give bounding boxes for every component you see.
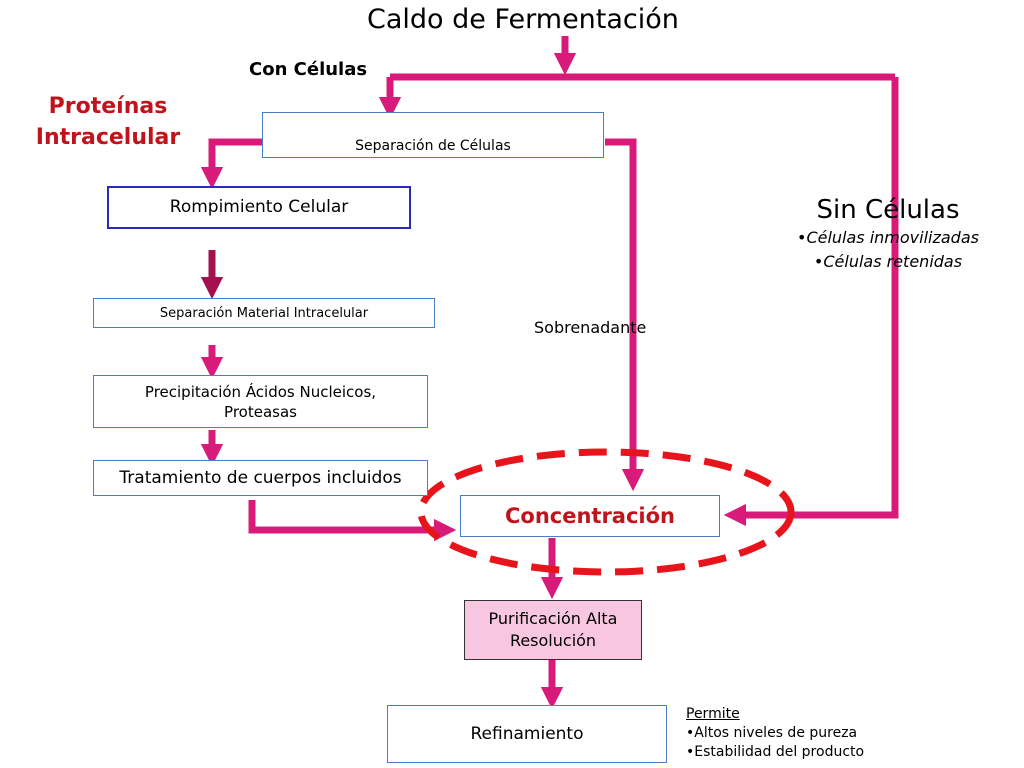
proteinas-line-2: Intracelular bbox=[35, 125, 181, 150]
purificacion-box: Purificación Alta Resolución bbox=[464, 600, 642, 660]
separacion-material-box: Separación Material Intracelular bbox=[93, 298, 435, 328]
arrow-sin-celulas bbox=[723, 77, 899, 527]
sin-celulas-bullet: •Células retenidas bbox=[813, 252, 963, 271]
concentracion-box: Concentración bbox=[460, 495, 720, 537]
sin-celulas-bullet: •Células inmovilizadas bbox=[797, 228, 979, 247]
purificacion-line-2: Resolución bbox=[509, 631, 597, 650]
refinamiento-box: Refinamiento bbox=[387, 705, 667, 763]
rompimiento-celular-label: Rompimiento Celular bbox=[169, 197, 349, 217]
sobrenadante-label: Sobrenadante bbox=[534, 318, 647, 337]
rompimiento-celular-box: Rompimiento Celular bbox=[107, 186, 411, 229]
permite-bullet: •Estabilidad del producto bbox=[686, 744, 865, 760]
proteinas-intracelular-label: Proteínas Intracelular bbox=[28, 91, 188, 153]
refinamiento-label: Refinamiento bbox=[470, 724, 584, 744]
arrow-con-celulas bbox=[390, 73, 895, 108]
arrow-sobrenadante bbox=[605, 138, 645, 492]
sin-celulas-heading: Sin Células bbox=[816, 195, 960, 225]
precipitacion-line-1: Precipitación Ácidos Nucleicos, bbox=[144, 382, 377, 401]
purificacion-line-1: Purificación Alta bbox=[488, 609, 618, 628]
permite-bullet: •Altos niveles de pureza bbox=[686, 725, 858, 741]
proteinas-line-1: Proteínas bbox=[48, 94, 168, 119]
concentracion-label: Concentración bbox=[504, 504, 676, 528]
arrow-tratamiento-to-concentracion bbox=[248, 500, 457, 542]
diagram-title: Caldo de Fermentación bbox=[367, 4, 679, 35]
tratamiento-box: Tratamiento de cuerpos incluidos bbox=[93, 460, 428, 496]
separacion-celulas-label: Separación de Células bbox=[355, 138, 511, 154]
con-celulas-label: Con Células bbox=[249, 59, 368, 80]
separacion-material-label: Separación Material Intracelular bbox=[159, 305, 369, 321]
permite-heading: Permite bbox=[686, 706, 740, 722]
precipitacion-box: Precipitación Ácidos Nucleicos, Proteasa… bbox=[93, 375, 428, 428]
precipitacion-line-2: Proteasas bbox=[224, 402, 297, 421]
sin-celulas-block: Sin Células •Células inmovilizadas •Célu… bbox=[778, 194, 998, 274]
concentracion-highlight-ellipse bbox=[417, 448, 795, 576]
arrow-to-rompimiento bbox=[200, 138, 262, 190]
separacion-celulas-box: Separación de Células bbox=[262, 112, 604, 158]
tratamiento-label: Tratamiento de cuerpos incluidos bbox=[119, 468, 402, 488]
permite-block: Permite •Altos niveles de pureza •Estabi… bbox=[686, 705, 864, 762]
